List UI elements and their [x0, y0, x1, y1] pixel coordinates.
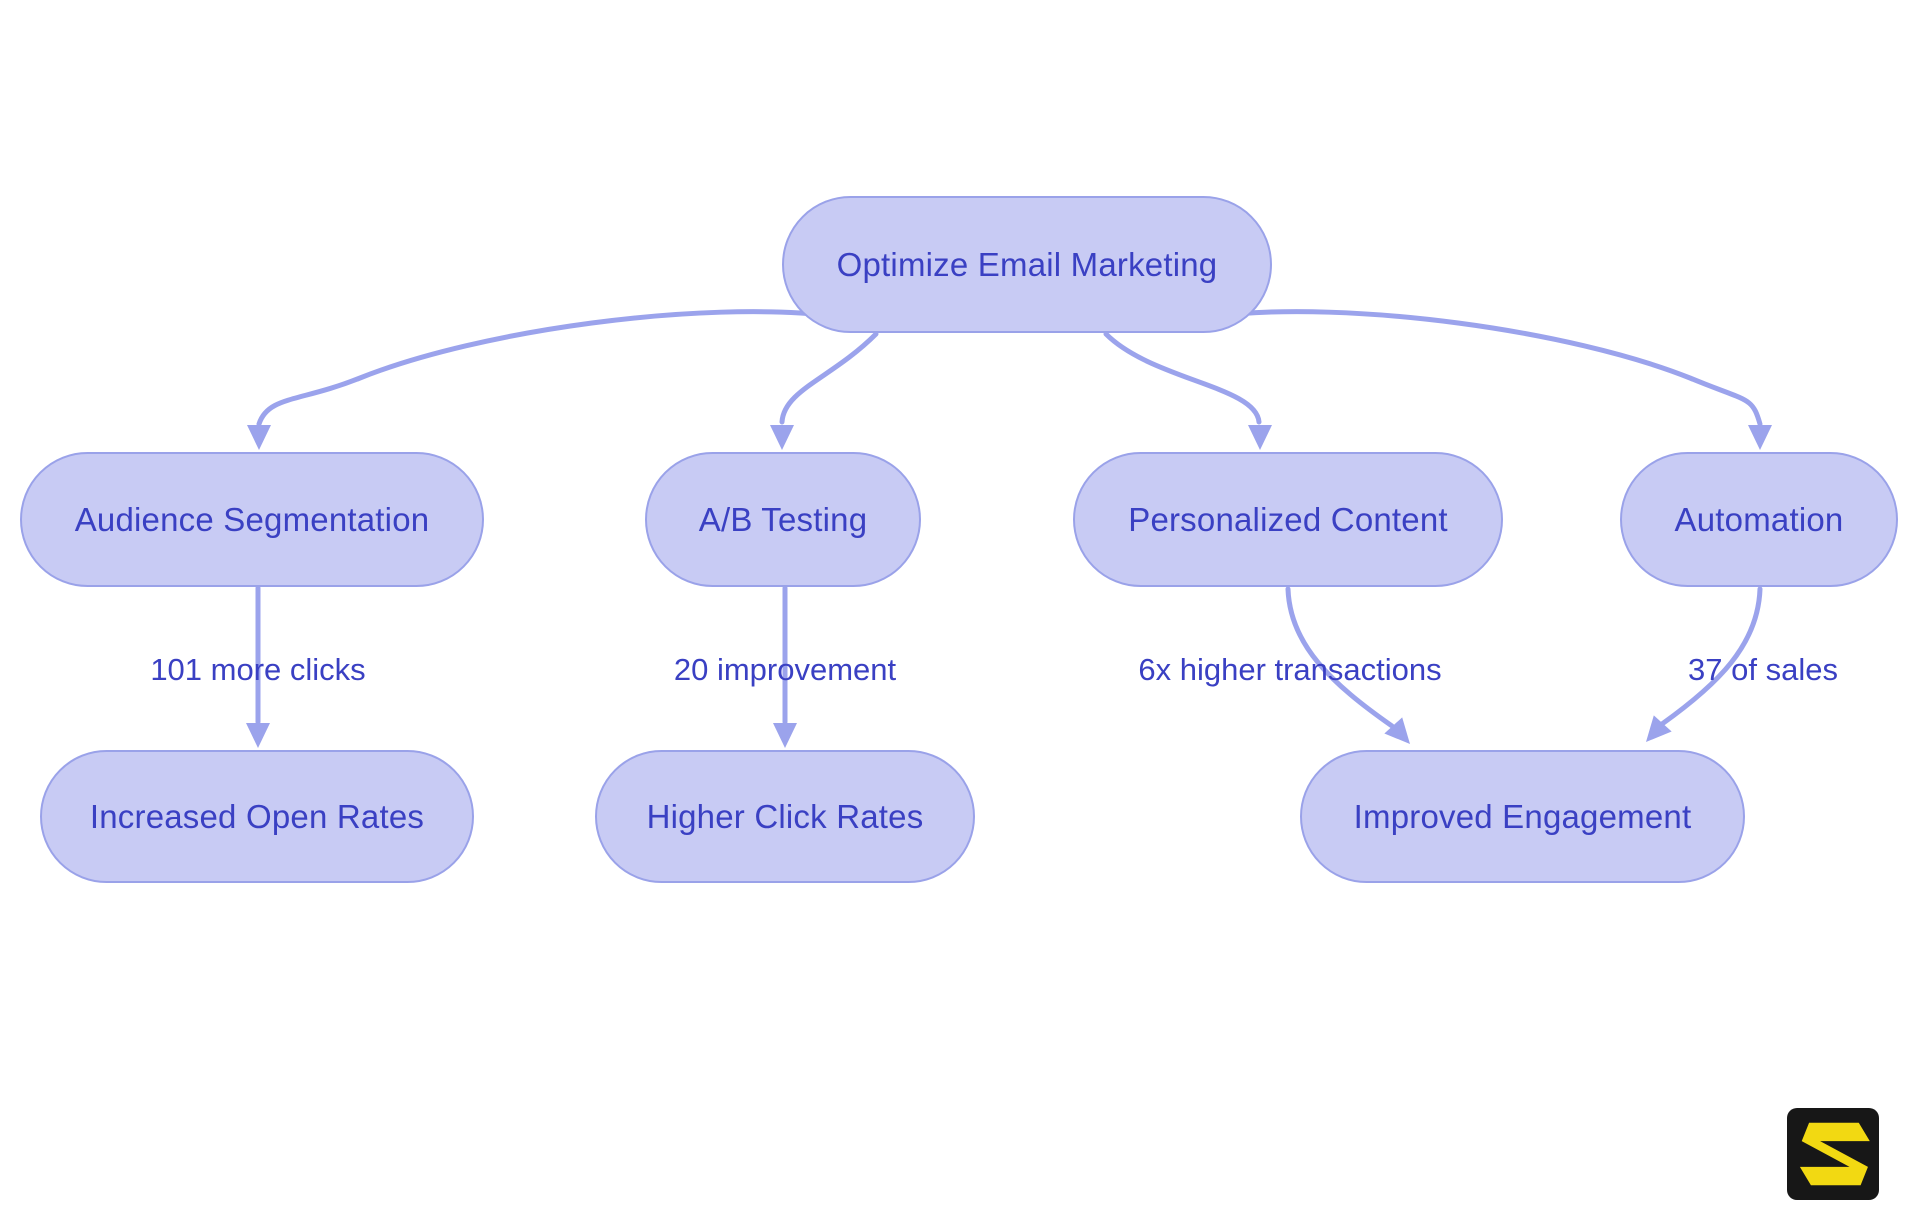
- edge-label-more-clicks: 101 more clicks: [150, 652, 366, 687]
- node-label: Audience Segmentation: [74, 500, 430, 538]
- s-logo-icon: [1799, 1122, 1870, 1186]
- edge-label-improvement: 20 improvement: [673, 652, 897, 687]
- edge-root-ab: [779, 331, 879, 425]
- node-label: Personalized Content: [1128, 500, 1448, 538]
- node-label: A/B Testing: [698, 500, 868, 538]
- node-label: Higher Click Rates: [646, 797, 924, 835]
- edge-label-of-sales: 37 of sales: [1688, 652, 1838, 687]
- edge-root-automation: [1212, 309, 1763, 427]
- edge-personalized-engagement: [1285, 586, 1395, 729]
- node-optimize-email-marketing: Optimize Email Marketing: [782, 196, 1272, 333]
- node-automation: Automation: [1620, 452, 1898, 587]
- arrowhead-ab: [770, 425, 794, 450]
- edge-label-higher-transactions: 6x higher transactions: [1138, 652, 1442, 687]
- node-ab-testing: A/B Testing: [645, 452, 921, 587]
- arrowhead-engagement-left: [1384, 717, 1410, 744]
- node-increased-open-rates: Increased Open Rates: [40, 750, 474, 883]
- node-improved-engagement: Improved Engagement: [1300, 750, 1745, 883]
- arrowhead-engagement-right: [1646, 715, 1672, 742]
- arrowhead-audience: [247, 425, 271, 450]
- node-label: Increased Open Rates: [89, 797, 425, 835]
- node-label: Optimize Email Marketing: [836, 245, 1218, 283]
- edge-root-audience: [256, 309, 838, 427]
- node-label: Improved Engagement: [1353, 797, 1692, 835]
- brand-logo: [1787, 1108, 1879, 1200]
- edge-root-personalized: [1103, 331, 1262, 425]
- node-label: Automation: [1674, 500, 1844, 538]
- arrowhead-automation: [1748, 425, 1772, 450]
- node-higher-click-rates: Higher Click Rates: [595, 750, 975, 883]
- node-audience-segmentation: Audience Segmentation: [20, 452, 484, 587]
- edge-automation-engagement: [1659, 586, 1763, 727]
- arrowhead-clickrates: [773, 723, 797, 748]
- node-personalized-content: Personalized Content: [1073, 452, 1503, 587]
- arrowhead-personalized: [1248, 425, 1272, 450]
- arrowhead-openrates: [246, 723, 270, 748]
